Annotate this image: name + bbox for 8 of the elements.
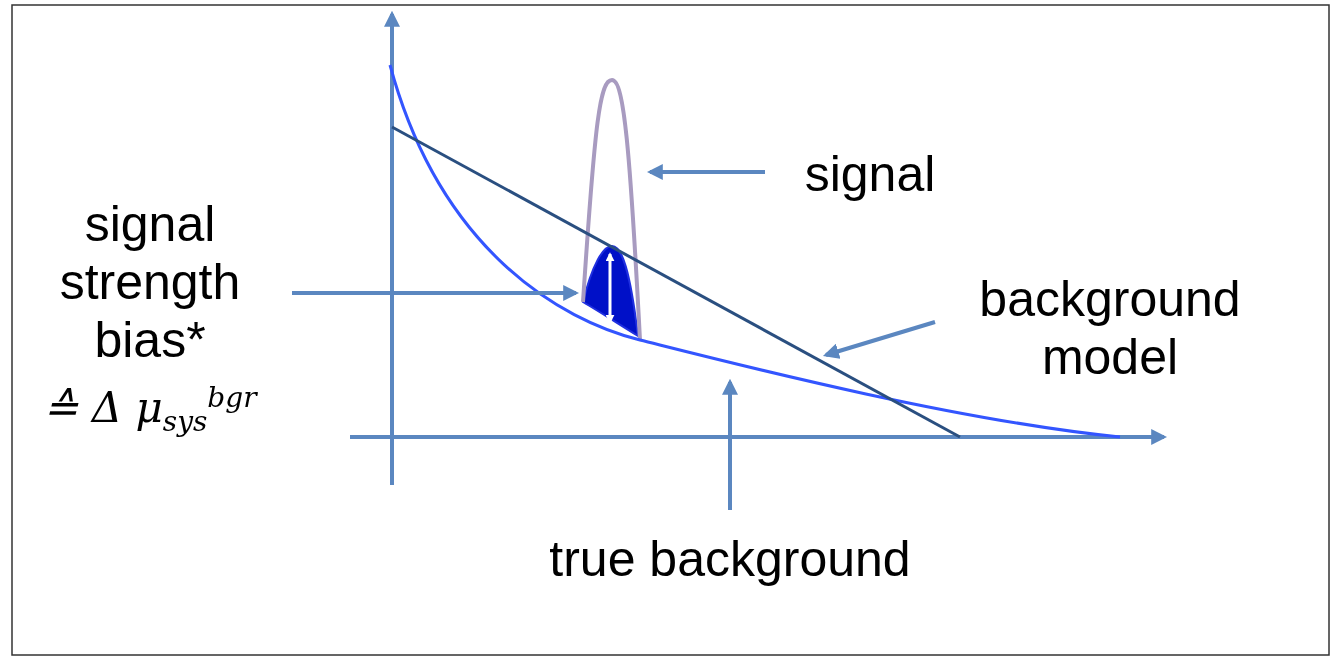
leader-line [722, 378, 738, 510]
annotation-label: background model [978, 270, 1242, 386]
leader-line [822, 320, 936, 359]
annotation-label: true background [549, 530, 911, 588]
leader-line [292, 285, 580, 301]
leader-line [646, 164, 765, 180]
annotation-label: signal [804, 145, 936, 203]
annotation-label: signal strength bias* [58, 195, 242, 369]
